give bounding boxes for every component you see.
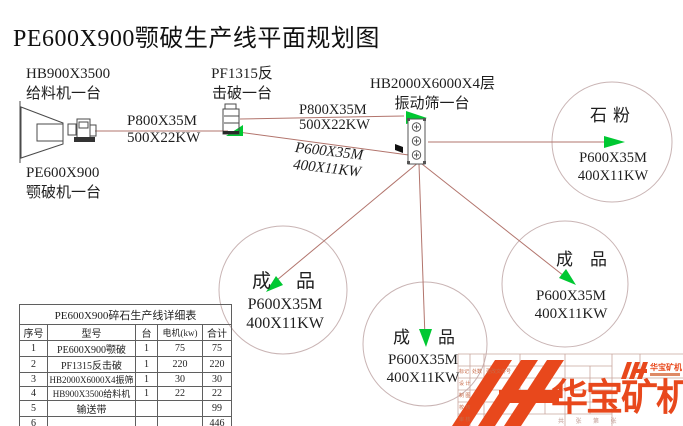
- product-mid-conveyor-power: 400X11KW: [386, 370, 460, 386]
- titleblock-sheet-label: 共 张 第 张: [558, 419, 622, 425]
- titleblock-check-label: 校 核: [459, 405, 471, 411]
- finished-product-circle-mid: [362, 281, 488, 407]
- screen-label: HB2000X6000X4层振动筛一台: [370, 74, 496, 114]
- col-header: 型号: [47, 324, 136, 341]
- col-header: 序号: [19, 324, 48, 341]
- conveyor2-model: P800X35M: [299, 102, 367, 118]
- screen-label-line2: 振动筛一台: [394, 96, 470, 112]
- titleblock-mark-label: 标记: [459, 369, 470, 375]
- feeder-label-line2: 给料机一台: [26, 86, 102, 102]
- jaw-crusher-label: PE600X900 颚破机一台: [26, 163, 101, 203]
- titleblock-draw-label: 制 图: [459, 393, 471, 399]
- conveyor1-power: 500X22KW: [127, 130, 201, 146]
- col-header: 电机(kw): [157, 324, 203, 341]
- feeder-icon: [19, 101, 64, 163]
- col-header: 合计: [201, 324, 233, 341]
- stone-powder-conveyor-power: 400X11KW: [577, 167, 649, 184]
- conveyor1-model: P800X35M: [127, 113, 198, 129]
- jaw-crusher-icon: [67, 118, 97, 142]
- impact-crusher-icon: [222, 103, 240, 135]
- brand-logo-mark: [452, 360, 564, 426]
- product-mid-name: 成品: [393, 328, 483, 347]
- finished-product-circle-left: [218, 225, 348, 355]
- impact-crusher-label-line2: 击破一台: [211, 86, 272, 102]
- vibrating-screen-icon: [395, 118, 426, 165]
- arrow-product-left: [266, 276, 283, 292]
- conveyor2-power: 500X22KW: [299, 116, 370, 133]
- table-header-row: 序号 型号 台 电机(kw) 合计: [19, 324, 233, 341]
- product-right-conveyor-model: P600X35M: [535, 288, 606, 304]
- titleblock-audit-label: 审 核: [459, 417, 471, 423]
- product-left-conveyor-power: 400X11KW: [246, 315, 324, 332]
- titleblock-design-label: 设 计: [459, 381, 471, 387]
- impact-crusher-label-line1: PF1315反: [211, 66, 273, 82]
- brand-logo-mark-small: [621, 362, 648, 379]
- brand-wordmark: 华宝矿机: [551, 377, 683, 418]
- spec-table-title: PE600X900碎石生产线详细表: [18, 304, 233, 325]
- product-right-name: 成品: [556, 250, 624, 269]
- product-mid-conveyor: P600X35M 400X11KW: [384, 351, 462, 387]
- jaw-crusher-label-line1: PE600X900: [26, 165, 100, 181]
- screen-label-line1: HB2000X6000X4层: [370, 76, 496, 92]
- product-right-conveyor-power: 400X11KW: [534, 306, 608, 322]
- product-left-conveyor: P600X35M 400X11KW: [244, 295, 326, 333]
- page-title: PE600X900颚破生产线平面规划图: [13, 26, 380, 52]
- output-circles: [218, 81, 673, 407]
- feeder-label: HB900X3500 给料机一台: [26, 64, 110, 104]
- arrow-product-right: [559, 269, 576, 285]
- stone-powder-conveyor-model: P600X35M: [579, 150, 647, 166]
- brand-wordmark-small: 华宝矿机: [650, 363, 682, 372]
- product-mid-conveyor-model: P600X35M: [387, 352, 458, 368]
- titleblock-changefile-label: 更改文件号: [486, 369, 512, 375]
- feeder-label-line1: HB900X3500: [26, 66, 111, 82]
- impact-crusher-label: PF1315反击破一台: [200, 64, 284, 104]
- product-left-conveyor-model: P600X35M: [247, 296, 323, 313]
- brand-tagline-bar: [650, 373, 680, 376]
- product-right-conveyor: P600X35M 400X11KW: [534, 287, 608, 323]
- arrow-stone-powder: [604, 136, 625, 148]
- product-left-name: 成品: [252, 271, 341, 292]
- arrow-product-mid: [419, 329, 432, 347]
- col-header: 台: [135, 324, 158, 341]
- jaw-crusher-label-line2: 颚破机一台: [26, 185, 102, 201]
- stone-powder-name: 石粉: [590, 106, 636, 125]
- flow-lines: [95, 115, 620, 339]
- finished-product-circle-right: [501, 220, 629, 348]
- titleblock-count-label: 处数: [472, 369, 483, 375]
